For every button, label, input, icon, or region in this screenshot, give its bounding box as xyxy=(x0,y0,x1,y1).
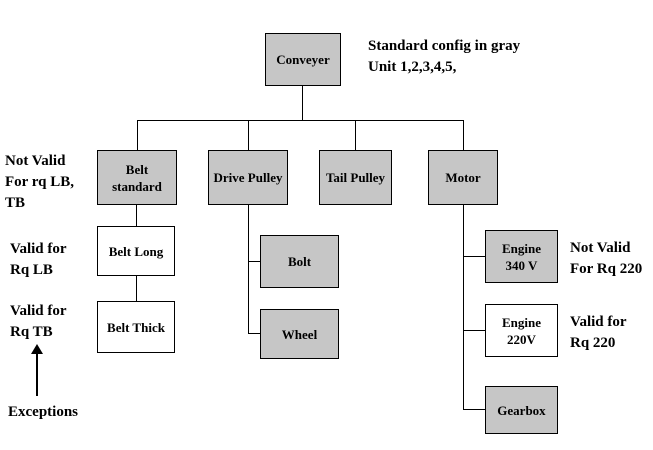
note-not-valid-lb-tb-line-1: Not Valid xyxy=(5,153,66,169)
legend-line-2: Unit 1,2,3,4,5, xyxy=(368,59,457,75)
node-bolt: Bolt xyxy=(260,235,339,288)
note-not-valid-lb-tb-line-3: TB xyxy=(5,195,26,211)
node-wheel-label: Wheel xyxy=(281,326,318,342)
note-valid-lb-line-2: Rq LB xyxy=(10,262,53,278)
node-engine-340-line-1: Engine xyxy=(501,240,541,256)
note-not-valid-220: Not Valid For Rq 220 xyxy=(570,238,642,280)
node-motor: Motor xyxy=(428,150,498,205)
note-valid-220-line-2: Rq 220 xyxy=(570,335,616,351)
connector-main-horizontal xyxy=(137,120,464,121)
node-engine-220-line-2: 220V xyxy=(507,331,536,347)
connector-stub-engine-220 xyxy=(463,330,485,331)
connector-conveyer-drop xyxy=(302,86,303,120)
connector-drop-tail-pulley xyxy=(355,120,356,150)
note-valid-220: Valid for Rq 220 xyxy=(570,312,627,354)
node-wheel: Wheel xyxy=(260,309,339,359)
node-engine-220-line-1: Engine xyxy=(501,314,541,330)
note-valid-lb-line-1: Valid for xyxy=(10,241,67,257)
node-engine-220: Engine 220V xyxy=(485,304,558,357)
connector-stub-gearbox xyxy=(463,409,485,410)
connector-drop-motor xyxy=(463,120,464,150)
legend-line-1: Standard config in gray xyxy=(368,38,521,54)
node-drive-pulley-label: Drive Pulley xyxy=(213,170,283,185)
node-belt-long-label: Belt Long xyxy=(108,243,164,259)
node-bolt-label: Bolt xyxy=(287,254,312,269)
node-motor-label: Motor xyxy=(445,170,481,185)
note-valid-tb-line-1: Valid for xyxy=(10,303,67,319)
note-valid-tb-line-2: Rq TB xyxy=(10,324,53,340)
node-belt-standard: Belt standard xyxy=(97,150,177,205)
node-engine-340-line-2: 340 V xyxy=(505,257,538,273)
note-exceptions: Exceptions xyxy=(8,402,78,423)
node-drive-pulley: Drive Pulley xyxy=(208,150,288,205)
connector-stub-wheel xyxy=(248,333,260,334)
legend-note: Standard config in gray Unit 1,2,3,4,5, xyxy=(368,36,520,78)
node-belt-standard-label: Belt standard xyxy=(112,161,162,194)
note-exceptions-label: Exceptions xyxy=(8,404,79,420)
connector-belt-long-to-belt-thick xyxy=(136,276,137,301)
up-arrow-icon xyxy=(31,344,43,354)
note-valid-tb: Valid for Rq TB xyxy=(10,301,67,343)
node-engine-340: Engine 340 V xyxy=(485,230,558,283)
connector-stub-engine-340 xyxy=(463,256,485,257)
connector-motor-descender xyxy=(463,205,464,410)
note-not-valid-lb-tb-line-2: For rq LB, xyxy=(5,174,75,190)
node-conveyer-label: Conveyer xyxy=(276,52,330,67)
node-belt-thick-label: Belt Thick xyxy=(107,319,165,335)
note-valid-220-line-1: Valid for xyxy=(570,314,627,330)
node-conveyer: Conveyer xyxy=(265,33,341,86)
connector-drop-drive-pulley xyxy=(248,120,249,150)
note-not-valid-220-line-2: For Rq 220 xyxy=(570,261,643,277)
node-gearbox-label: Gearbox xyxy=(497,402,546,418)
note-valid-lb: Valid for Rq LB xyxy=(10,239,67,281)
node-tail-pulley: Tail Pulley xyxy=(319,150,392,205)
node-tail-pulley-label: Tail Pulley xyxy=(325,170,386,185)
connector-belt-standard-to-belt-long xyxy=(136,205,137,226)
node-belt-long: Belt Long xyxy=(97,226,175,276)
connector-drop-belt-standard xyxy=(137,120,138,150)
node-belt-thick: Belt Thick xyxy=(97,301,175,353)
node-gearbox: Gearbox xyxy=(485,386,558,434)
up-arrow-shaft xyxy=(36,353,38,396)
note-not-valid-lb-tb: Not Valid For rq LB, TB xyxy=(5,151,74,214)
note-not-valid-220-line-1: Not Valid xyxy=(570,240,631,256)
connector-stub-bolt xyxy=(248,261,260,262)
connector-drive-pulley-descender xyxy=(248,205,249,334)
